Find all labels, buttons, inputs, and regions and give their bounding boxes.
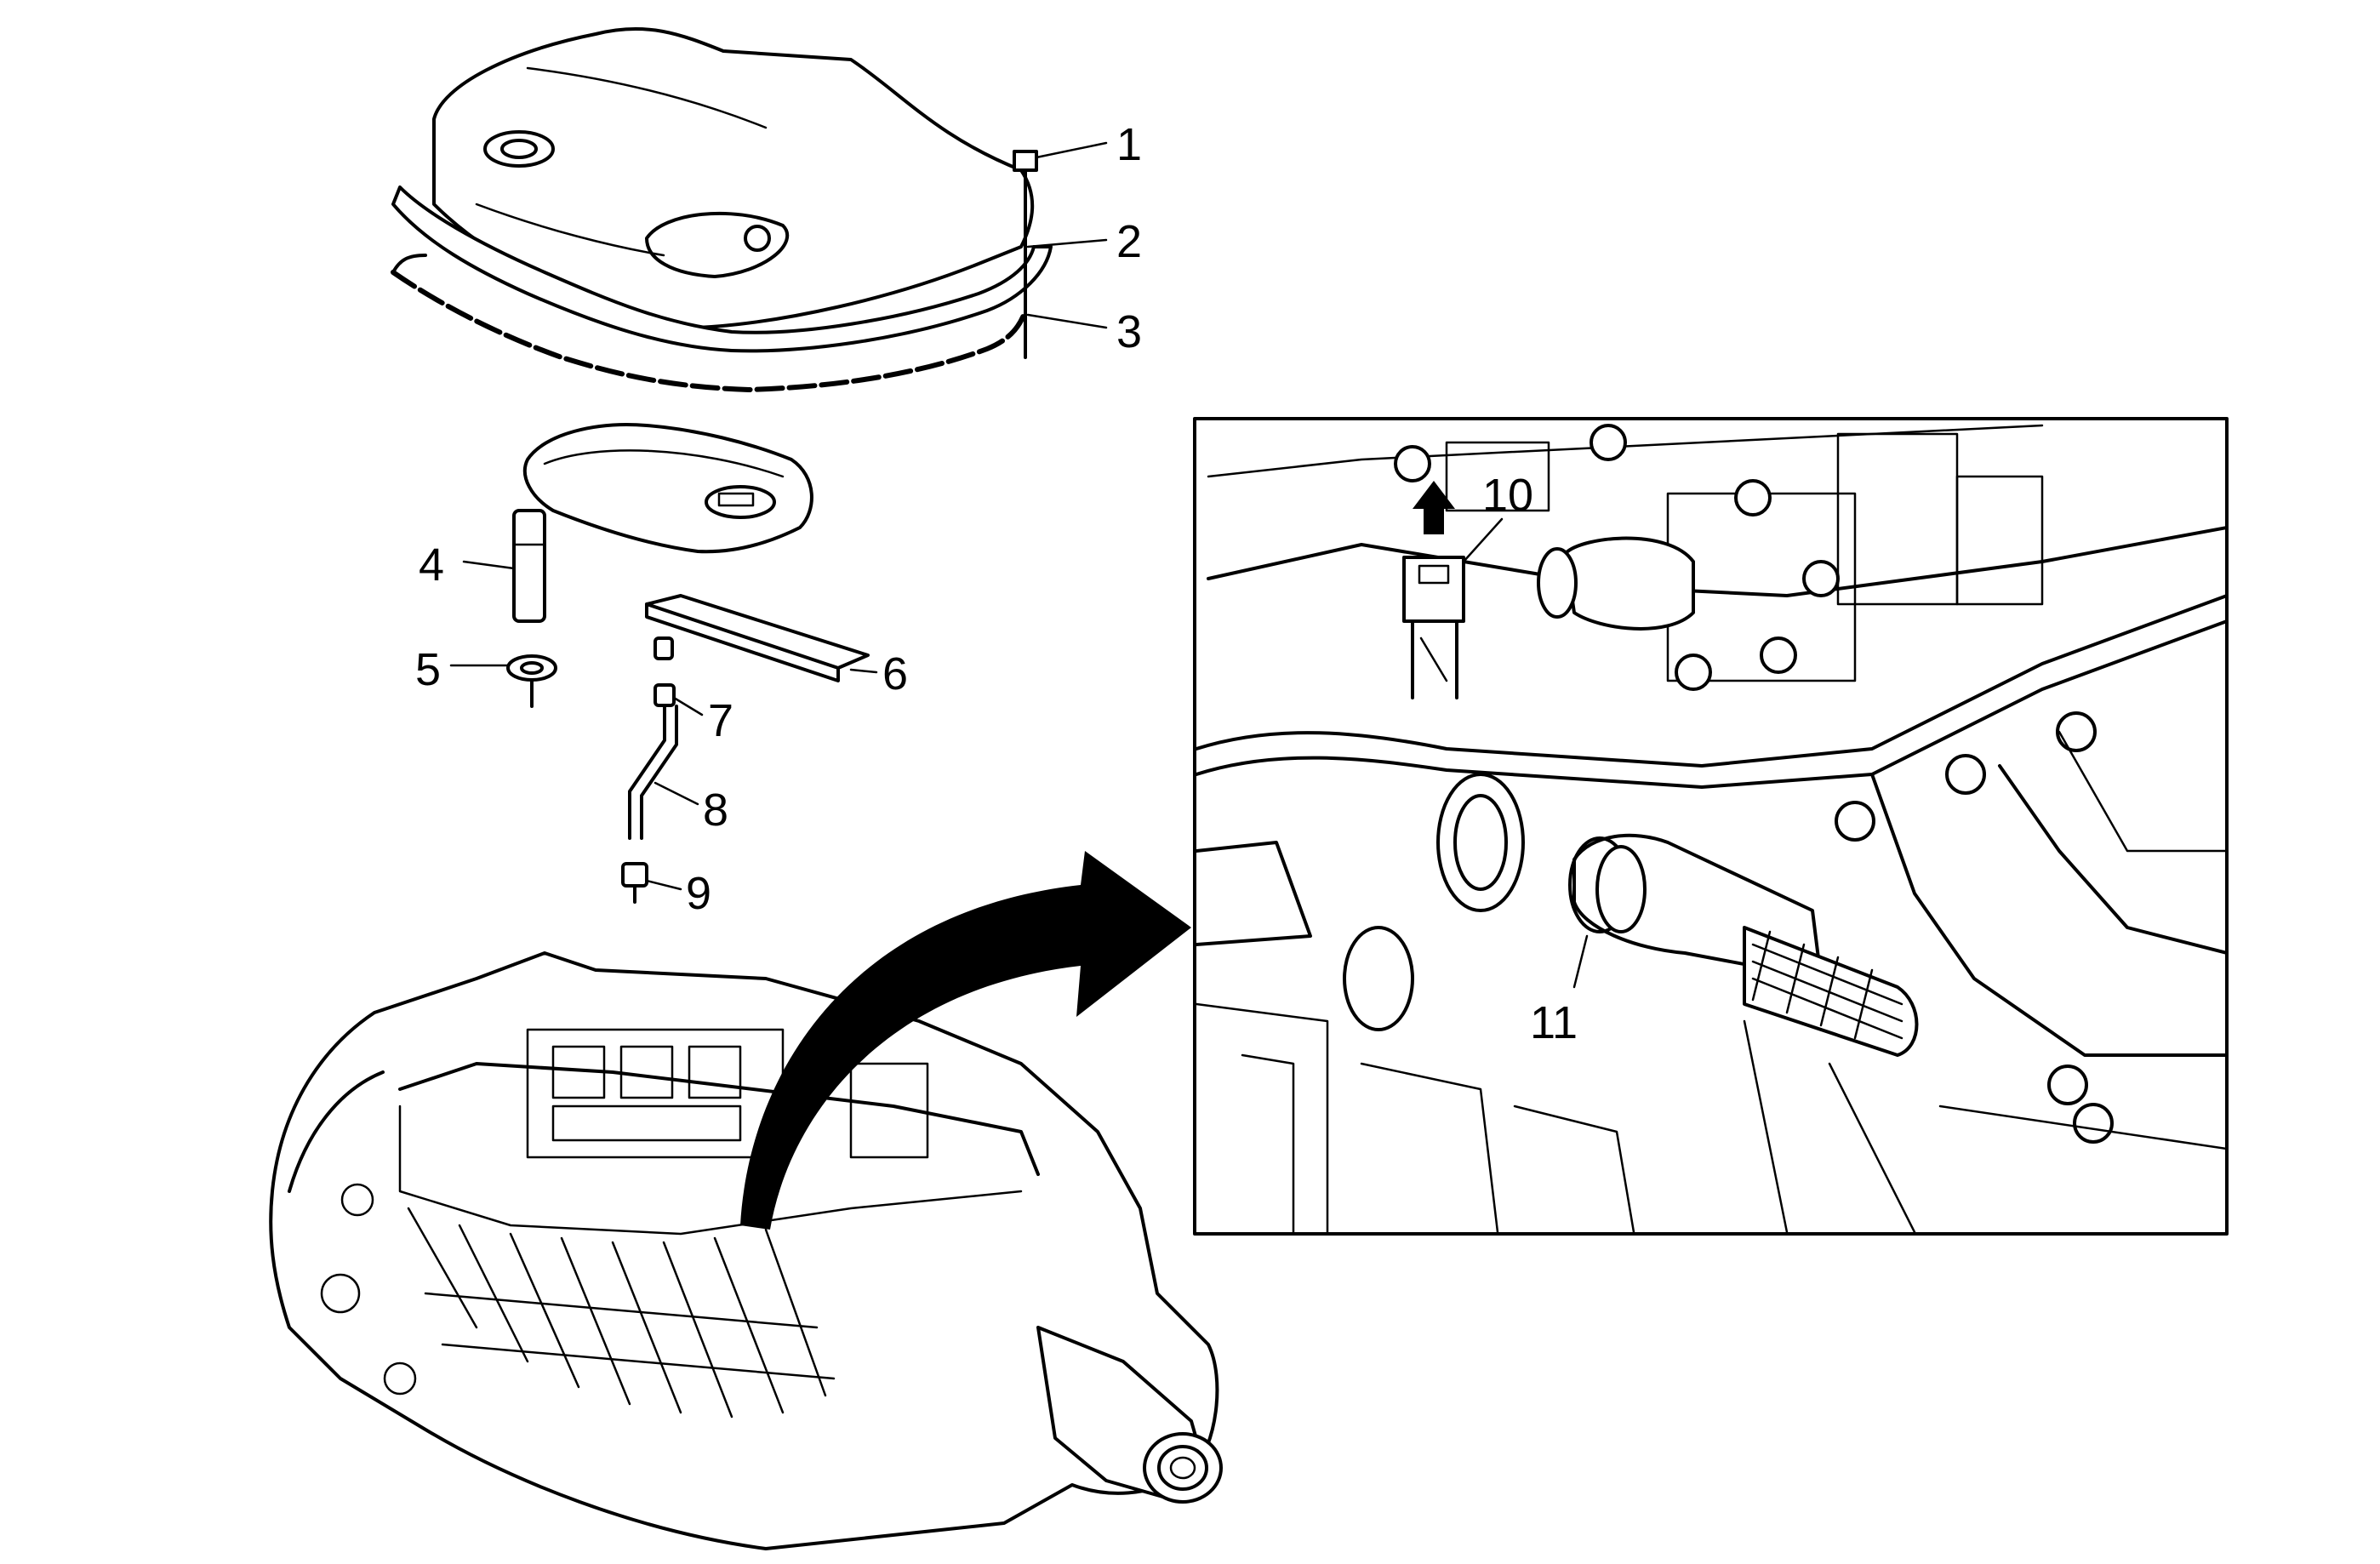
oil-pan <box>391 26 1053 392</box>
tube-assembly <box>621 636 678 904</box>
callout-4: 4 <box>419 539 444 591</box>
callout-11: 11 <box>1530 997 1578 1048</box>
callout-5: 5 <box>415 644 441 695</box>
filter-seal <box>506 654 557 708</box>
leader-lines <box>449 141 1589 989</box>
callout-7: 7 <box>708 695 733 746</box>
callout-3: 3 <box>1116 306 1142 357</box>
cover-plate <box>645 594 870 682</box>
transmission-body <box>269 951 1223 1550</box>
filter-element <box>1568 833 1919 1057</box>
callout-6: 6 <box>882 648 908 699</box>
callout-2: 2 <box>1116 216 1142 267</box>
callout-8: 8 <box>703 785 728 836</box>
callout-10: 10 <box>1482 470 1533 521</box>
pan-bolt <box>1013 150 1038 359</box>
bolt-icon <box>1394 424 2114 1144</box>
detail-inset <box>1193 417 2229 1236</box>
callout-9: 9 <box>686 868 711 919</box>
curved-arrow-icon <box>740 851 1191 1230</box>
up-arrow-icon <box>1413 481 1455 534</box>
filter-assembly <box>512 423 813 623</box>
callout-1: 1 <box>1116 119 1142 170</box>
callout-labels: 1 2 3 4 5 6 7 8 9 10 11 <box>415 119 1578 1048</box>
